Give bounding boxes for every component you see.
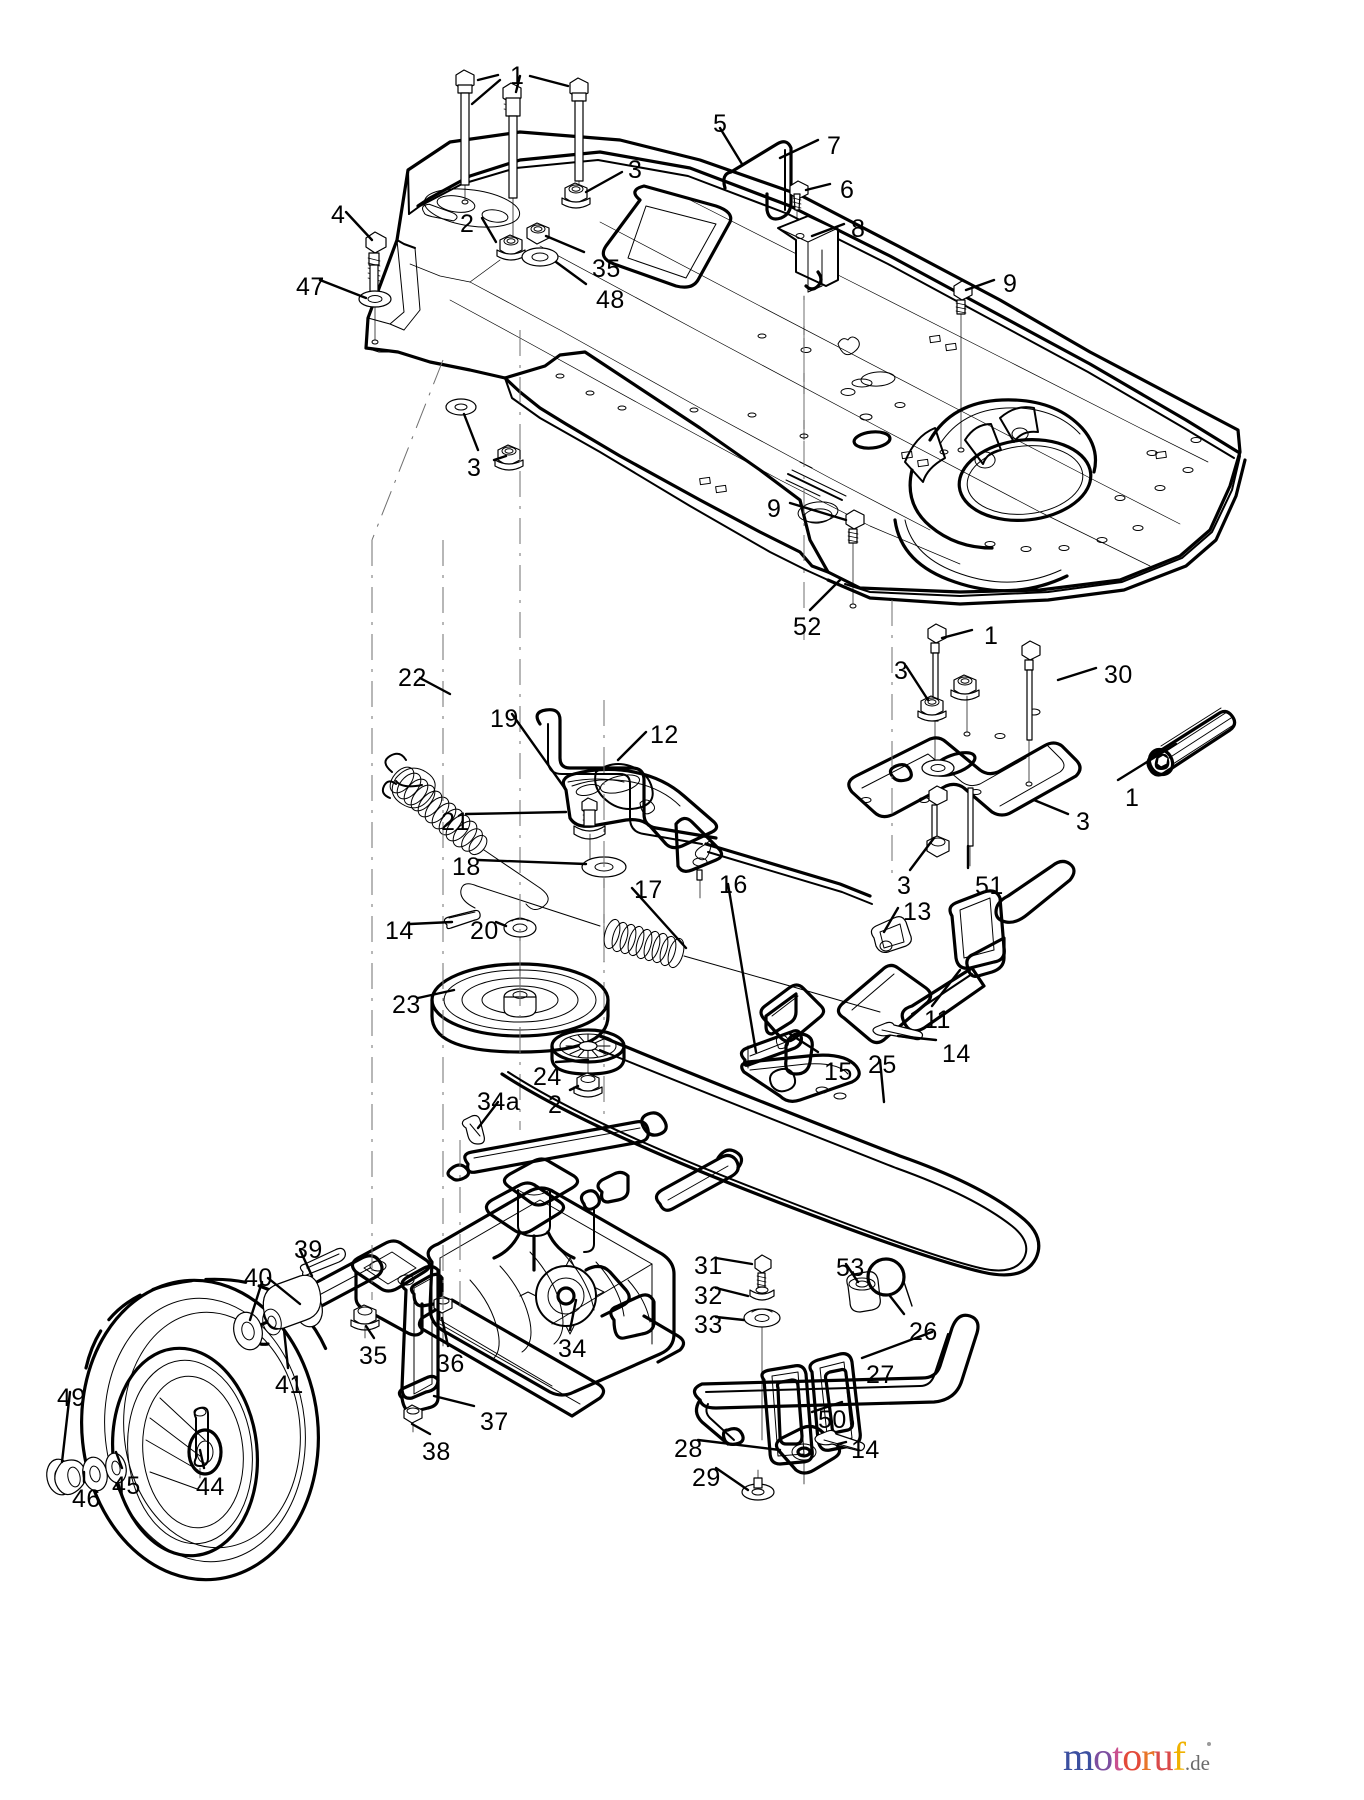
bolts-9	[845, 280, 973, 609]
top-fasteners	[358, 69, 591, 471]
watermark-letter: o	[1093, 1734, 1113, 1779]
callout-35: 35	[359, 1342, 388, 1370]
idler-bracket-19	[535, 708, 873, 905]
bolt-4	[358, 231, 392, 345]
callout-4: 4	[331, 201, 346, 229]
callout-48: 48	[596, 286, 625, 314]
callout-41: 41	[275, 1371, 304, 1399]
callout-3: 3	[897, 872, 912, 900]
callout-16: 16	[719, 871, 748, 899]
rod-5-7-bracket-8	[722, 140, 839, 640]
callout-14: 14	[851, 1436, 880, 1464]
splined-tube-1	[1146, 707, 1237, 777]
callout-28: 28	[674, 1435, 703, 1463]
callout-19: 19	[490, 705, 519, 733]
clip-16	[739, 1029, 861, 1103]
callout-40: 40	[244, 1264, 273, 1292]
callout-22: 22	[398, 664, 427, 692]
callout-33: 33	[694, 1311, 723, 1339]
callout-3: 3	[467, 454, 482, 482]
callout-46: 46	[72, 1485, 101, 1513]
callout-12: 12	[650, 721, 679, 749]
callout-9: 9	[1003, 270, 1018, 298]
watermark-dot	[1207, 1742, 1211, 1746]
drive-belt-25	[500, 1034, 1041, 1277]
callout-36: 36	[436, 1350, 465, 1378]
front-wheel-assembly	[46, 1247, 346, 1582]
transaxle-34	[252, 1111, 744, 1433]
watermark-letter: f	[1172, 1734, 1186, 1779]
callout-23: 23	[392, 991, 421, 1019]
callout-11: 11	[924, 1006, 951, 1034]
callout-34: 34	[558, 1335, 587, 1363]
callout-2: 2	[548, 1091, 563, 1119]
callout-35: 35	[592, 255, 621, 283]
callout-1: 1	[1125, 784, 1140, 812]
callout-1: 1	[984, 622, 999, 650]
callout-26: 26	[909, 1318, 938, 1346]
callout-53: 53	[836, 1254, 865, 1282]
watermark-letter: m	[1063, 1734, 1094, 1779]
fastener-35-48	[521, 222, 559, 267]
callout-34a: 34a	[477, 1088, 521, 1116]
callout-14: 14	[942, 1040, 971, 1068]
watermark-letter: o	[1122, 1734, 1142, 1779]
linkage-27-28	[692, 1257, 980, 1501]
locknut-3	[561, 182, 591, 209]
callout-17: 17	[634, 876, 663, 904]
fastener-stack-31-33	[743, 1254, 781, 1441]
callout-1: 1	[510, 62, 525, 90]
leader-lines	[60, 73, 1178, 1492]
callout-21: 21	[441, 808, 470, 836]
callout-7: 7	[827, 132, 842, 160]
callout-3: 3	[628, 156, 643, 184]
watermark-letter: t	[1112, 1734, 1123, 1779]
fastener-21-18	[573, 700, 627, 1130]
callout-8: 8	[851, 215, 866, 243]
callout-45: 45	[112, 1472, 141, 1500]
callout-38: 38	[422, 1438, 451, 1466]
callout-20: 20	[470, 917, 499, 945]
callout-49: 49	[57, 1384, 86, 1412]
motoruf-watermark: motoruf.de	[1063, 1734, 1211, 1779]
watermark-letter: u	[1153, 1734, 1174, 1779]
callout-32: 32	[694, 1282, 723, 1310]
callout-51: 51	[975, 872, 1004, 900]
callout-27: 27	[866, 1361, 895, 1389]
callout-3: 3	[894, 657, 909, 685]
nut-2	[496, 234, 526, 261]
projection-lines	[371, 330, 893, 1310]
link-11-bracket-15	[759, 859, 1076, 1050]
callout-2: 2	[460, 210, 475, 238]
callout-9: 9	[767, 495, 782, 523]
callout-39: 39	[294, 1236, 323, 1264]
spring-22	[381, 752, 549, 910]
callout-37: 37	[480, 1408, 509, 1436]
callout-18: 18	[452, 853, 481, 881]
callout-5: 5	[713, 110, 728, 138]
watermark-letter: r	[1141, 1734, 1154, 1779]
frame-deck-assembly	[364, 130, 1247, 606]
callout-44: 44	[196, 1473, 225, 1501]
callout-25: 25	[868, 1051, 897, 1079]
callout-13: 13	[903, 898, 932, 926]
callout-14: 14	[385, 917, 414, 945]
callout-47: 47	[296, 273, 325, 301]
callout-50: 50	[818, 1406, 847, 1434]
callout-24: 24	[533, 1063, 562, 1091]
callout-30: 30	[1104, 661, 1133, 689]
watermark-suffix: .de	[1184, 1751, 1210, 1775]
callout-6: 6	[840, 176, 855, 204]
callout-29: 29	[692, 1464, 721, 1492]
fastener-3-left	[445, 398, 524, 471]
callout-31: 31	[694, 1252, 723, 1280]
callout-52: 52	[793, 613, 822, 641]
pulley-assembly	[430, 962, 626, 1130]
callout-15: 15	[824, 1058, 853, 1086]
callout-3: 3	[1076, 808, 1091, 836]
